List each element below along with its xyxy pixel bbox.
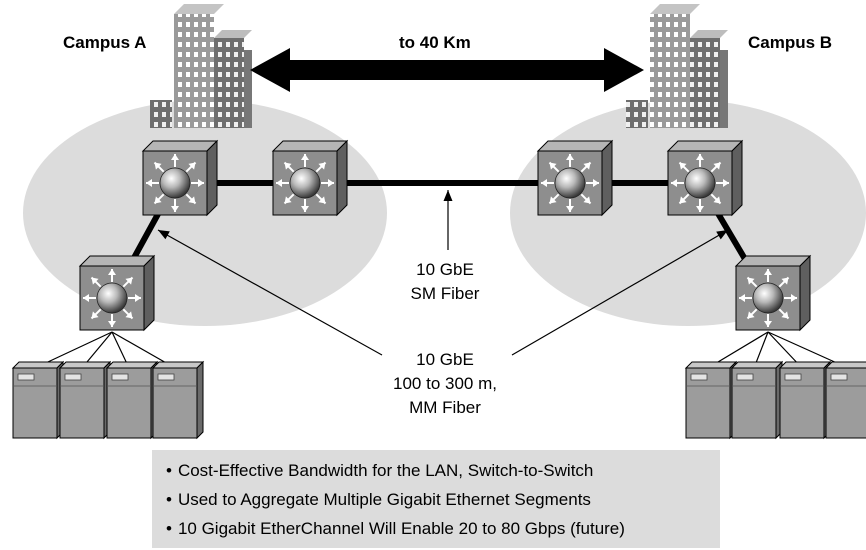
mm-fiber-type: MM Fiber (409, 398, 481, 417)
server-icon (824, 361, 866, 439)
mm-fiber-distance: 100 to 300 m, (393, 374, 497, 393)
building-icon (150, 4, 252, 128)
double-arrow-icon (250, 48, 644, 92)
server-icon (684, 360, 738, 440)
server-icon (11, 360, 65, 440)
multilayer-switch-icon (536, 139, 614, 217)
multilayer-switch-icon (78, 254, 156, 332)
mm-fiber-speed: 10 GbE (416, 350, 474, 369)
campus-a-label: Campus A (63, 33, 147, 52)
note-item: Used to Aggregate Multiple Gigabit Ether… (166, 485, 720, 514)
note-item: Cost-Effective Bandwidth for the LAN, Sw… (166, 456, 720, 485)
multilayer-switch-icon (271, 139, 349, 217)
server-icon (151, 360, 205, 440)
pointer-arrow (511, 229, 729, 356)
pointer-arrow (157, 229, 383, 356)
server-icon (730, 360, 784, 440)
mm-fiber-label: 10 GbE 100 to 300 m, MM Fiber (378, 348, 512, 420)
notes-box: Cost-Effective Bandwidth for the LAN, Sw… (152, 450, 720, 548)
server-icon (778, 360, 832, 440)
multilayer-switch-icon (734, 254, 812, 332)
pointer-arrow (443, 190, 453, 250)
note-item: 10 Gigabit EtherChannel Will Enable 20 t… (166, 514, 720, 543)
campus-b-label: Campus B (748, 33, 833, 52)
sm-fiber-speed: 10 GbE (416, 260, 474, 279)
distance-label: to 40 Km (399, 33, 471, 52)
sm-fiber-type: SM Fiber (410, 284, 480, 303)
multilayer-switch-icon (666, 139, 744, 217)
notes-list: Cost-Effective Bandwidth for the LAN, Sw… (152, 450, 720, 543)
server-icon (105, 360, 159, 440)
sm-fiber-label: 10 GbE SM Fiber (390, 258, 500, 306)
building-icon (626, 4, 728, 128)
multilayer-switch-icon (141, 139, 219, 217)
server-icon (58, 360, 112, 440)
